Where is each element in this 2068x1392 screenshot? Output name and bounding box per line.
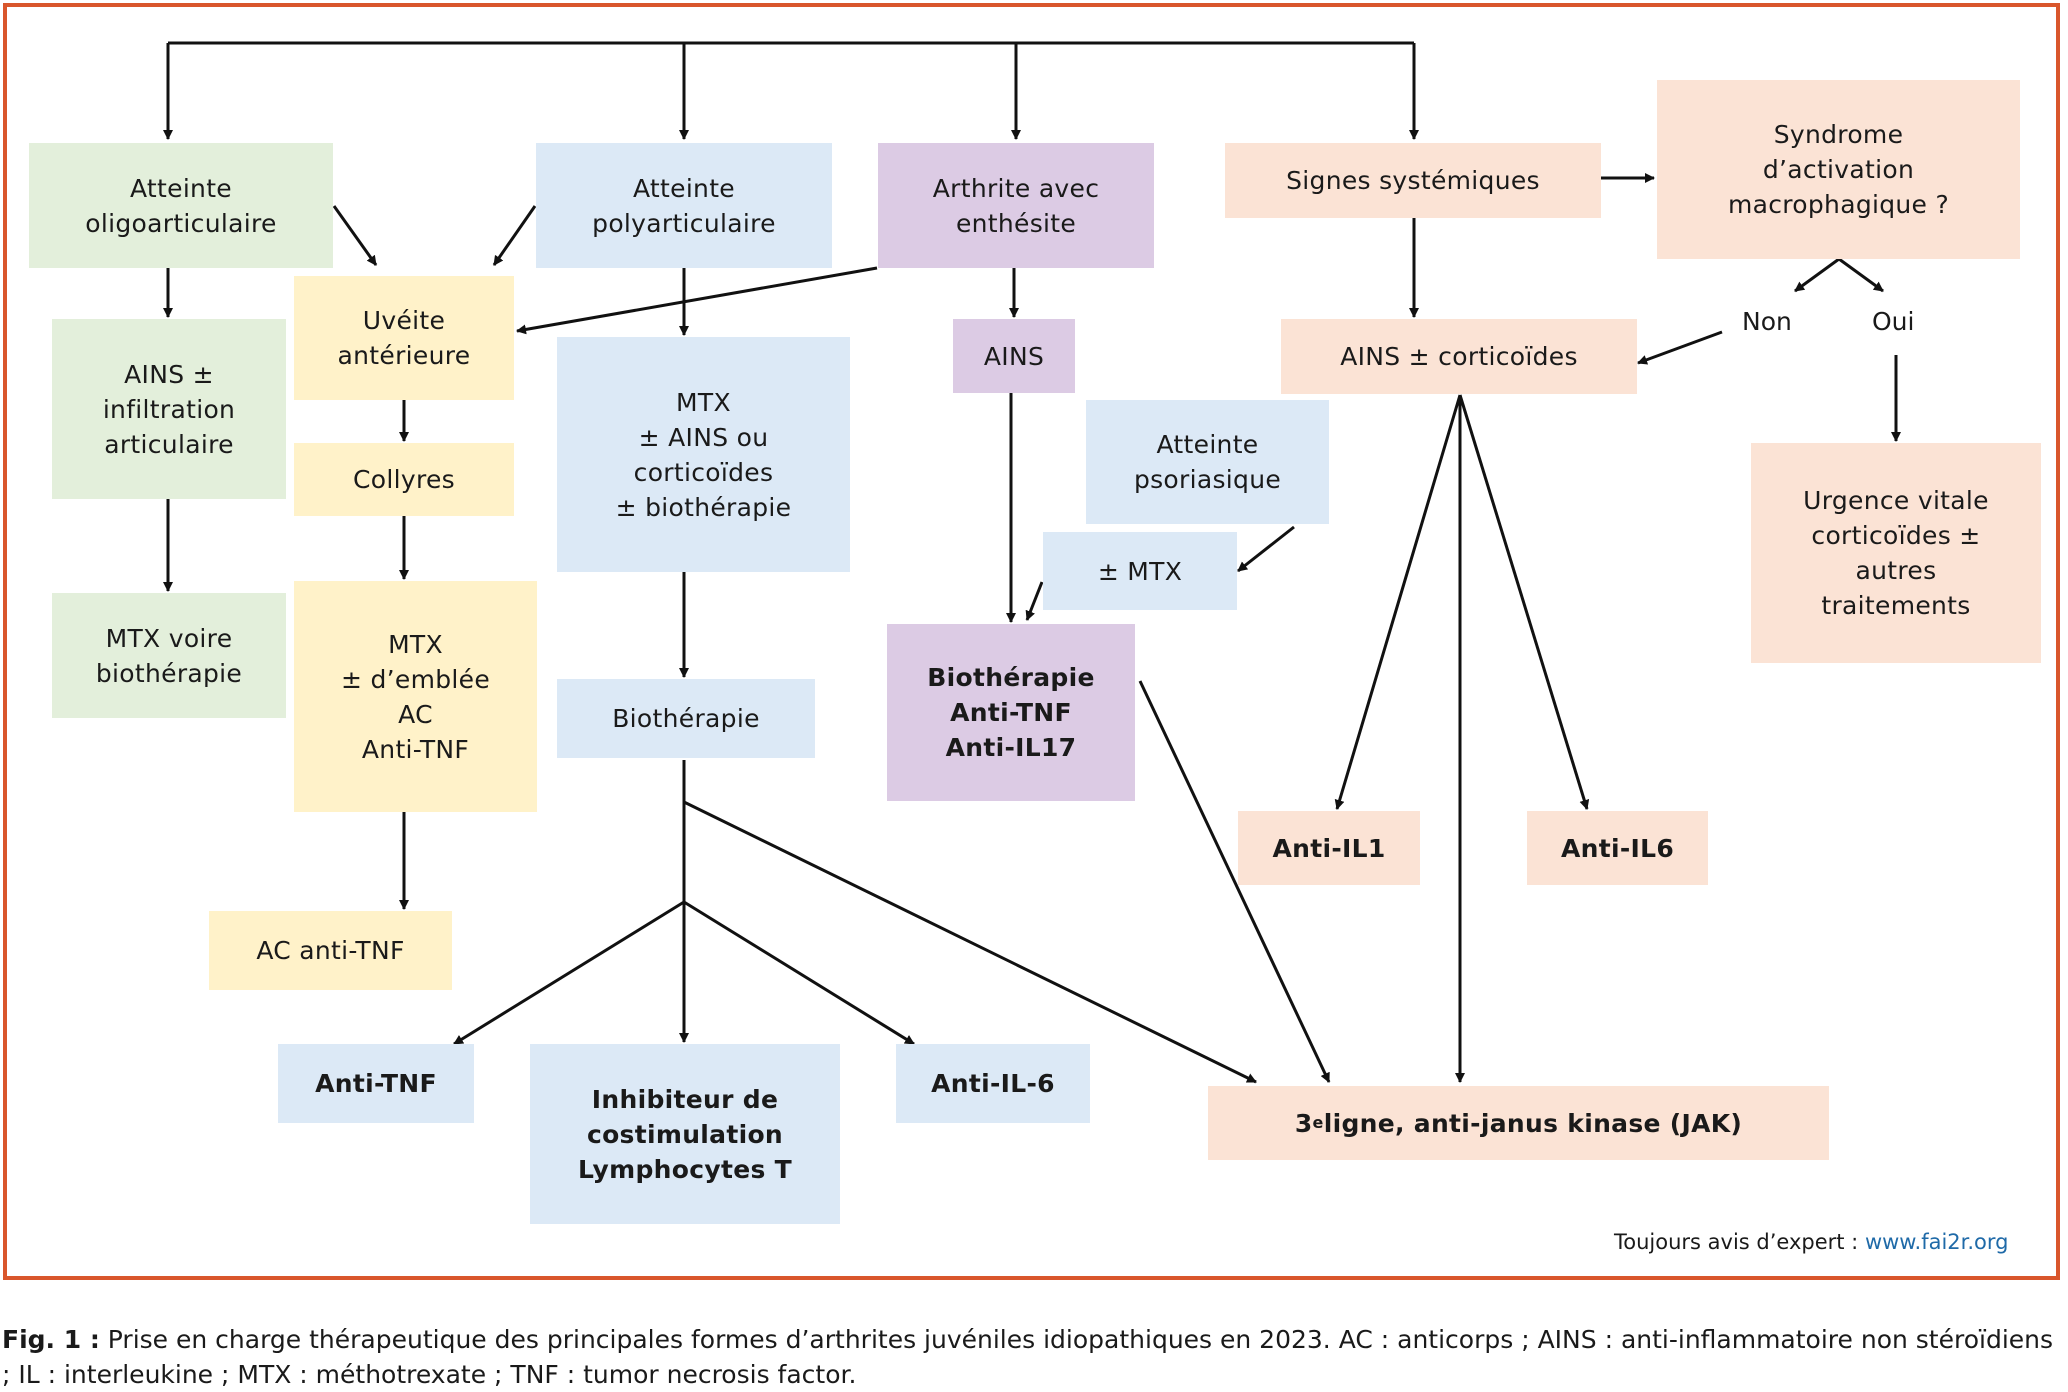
box-biotherapie: Biothérapie <box>557 679 815 758</box>
box-ains-corticoides: AINS ± corticoïdes <box>1281 319 1637 394</box>
box-inhibiteur-costimulation: Inhibiteur de costimulation Lymphocytes … <box>530 1044 840 1224</box>
caption-text: Prise en charge thérapeutique des princi… <box>2 1325 2054 1389</box>
caption-fig-label: Fig. 1 : <box>2 1325 100 1354</box>
label-oui: Oui <box>1872 307 1915 336</box>
box-anti-il6-systemique: Anti-IL6 <box>1527 811 1708 885</box>
box-oligoarticulaire: Atteinte oligoarticulaire <box>29 143 333 268</box>
expert-note: Toujours avis d’expert : www.fai2r.org <box>1614 1227 2009 1257</box>
box-atteinte-psoriasique: Atteinte psoriasique <box>1086 400 1329 524</box>
box-ains-enthesite: AINS <box>953 319 1075 393</box>
figure-caption: Fig. 1 : Prise en charge thérapeutique d… <box>2 1322 2062 1392</box>
box-signes-systemiques: Signes systémiques <box>1225 143 1601 218</box>
box-plus-minus-mtx: ± MTX <box>1043 532 1237 610</box>
box-biotherapie-enthesite: Biothérapie Anti-TNF Anti-IL17 <box>887 624 1135 801</box>
box-arthrite-enthesite: Arthrite avec enthésite <box>878 143 1154 268</box>
box-anti-il1: Anti-IL1 <box>1238 811 1420 885</box>
figure-frame <box>3 3 2060 1280</box>
box-syndrome-activation: Syndrome d’activation macrophagique ? <box>1657 80 2020 259</box>
fai2r-link[interactable]: www.fai2r.org <box>1864 1230 2009 1254</box>
box-anti-il-6: Anti-IL-6 <box>896 1044 1090 1123</box>
box-polyarticulaire: Atteinte polyarticulaire <box>536 143 832 268</box>
box-ac-anti-tnf: AC anti-TNF <box>209 911 452 990</box>
jak-prefix: 3 <box>1294 1108 1313 1138</box>
box-mtx-voire-biotherapie: MTX voire biothérapie <box>52 593 286 718</box>
box-anti-tnf: Anti-TNF <box>278 1044 474 1123</box>
box-uveite-anterieure: Uvéite antérieure <box>294 276 514 400</box>
box-mtx-uveite: MTX ± d’emblée AC Anti-TNF <box>294 581 537 812</box>
box-urgence-vitale: Urgence vitale corticoïdes ± autres trai… <box>1751 443 2041 663</box>
box-collyres: Collyres <box>294 443 514 516</box>
label-non: Non <box>1742 307 1792 336</box>
jak-label: ligne, anti-janus kinase (JAK) <box>1323 1108 1743 1138</box>
box-ains-infiltration: AINS ± infiltration articulaire <box>52 319 286 499</box>
box-mtx-polyarticulaire: MTX ± AINS ou corticoïdes ± biothérapie <box>557 337 850 572</box>
expert-note-text: Toujours avis d’expert : <box>1614 1230 1865 1254</box>
